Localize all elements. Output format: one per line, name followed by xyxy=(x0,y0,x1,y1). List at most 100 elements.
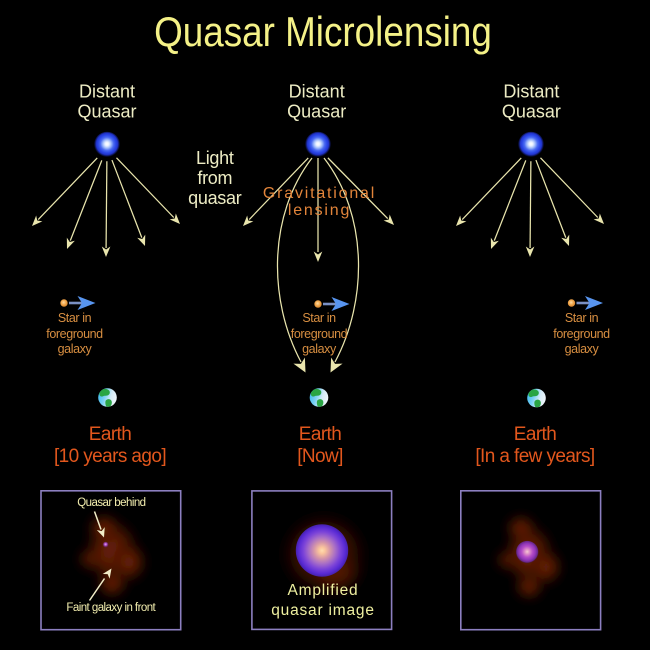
quasar-sphere xyxy=(93,131,121,159)
star-label-past: Star in foreground galaxy xyxy=(46,310,103,358)
star-label-text: galaxy xyxy=(57,341,92,356)
light-ray xyxy=(116,157,175,218)
light-ray-head xyxy=(456,215,467,226)
distant-quasar-label-past: Distant Quasar xyxy=(77,81,136,122)
earth-label-text: Earth xyxy=(88,424,132,446)
galaxy-blob-part xyxy=(112,542,146,582)
light-ray xyxy=(37,157,98,220)
quasar-label-text: Quasar xyxy=(77,101,137,122)
star-motion-arrow-head xyxy=(331,297,350,311)
gravitational-lensing-text: lensing xyxy=(287,202,352,219)
star-label-text: foreground xyxy=(553,326,610,341)
star-label-future: Star in foreground galaxy xyxy=(553,310,610,358)
earth-label-past: Earth [10 years ago] xyxy=(53,424,167,469)
star-motion-arrow-head xyxy=(585,296,603,310)
light-ray-head xyxy=(561,234,570,246)
star-label-text: Star in xyxy=(564,310,599,325)
light-from-quasar-label: Light from quasar xyxy=(188,148,242,209)
light-ray-head xyxy=(490,237,499,249)
galaxy-blob-part xyxy=(78,548,102,570)
quasar-behind-arrow xyxy=(93,511,102,530)
star-dot xyxy=(60,299,68,307)
light-ray xyxy=(493,160,527,241)
lensed-ray-right-head xyxy=(330,357,343,373)
light-from-quasar-text: from xyxy=(197,168,233,189)
galaxy-blob-part xyxy=(496,550,518,570)
light-ray xyxy=(535,159,567,238)
light-ray-head xyxy=(525,246,535,257)
quasar-label-text: Distant xyxy=(78,81,136,102)
galaxy-blob-part xyxy=(530,549,562,585)
earth-time-text: [Now] xyxy=(297,446,343,468)
quasar-label-text: Distant xyxy=(288,81,345,102)
light-ray xyxy=(540,157,599,218)
galaxy-blob-part xyxy=(506,515,536,541)
star-label-text: foreground xyxy=(290,326,348,341)
light-ray xyxy=(461,157,522,220)
galaxy-blob-past xyxy=(78,514,146,597)
quasar-label-text: Quasar xyxy=(501,101,561,122)
light-ray xyxy=(529,161,532,249)
distant-quasar-label-future: Distant Quasar xyxy=(502,81,561,122)
gravitational-lensing-label: Gravitational lensing xyxy=(263,185,376,219)
star-label-text: Star in xyxy=(57,310,92,325)
amplified-quasar-sphere xyxy=(295,524,349,577)
earth-icon xyxy=(98,388,117,407)
earth-label-future: Earth [In a few years] xyxy=(475,425,595,469)
light-ray-head xyxy=(66,237,75,249)
light-ray-head xyxy=(137,234,146,246)
galaxy-blob-part xyxy=(88,514,120,542)
star-label-text: galaxy xyxy=(302,341,336,356)
star-label-text: Star in xyxy=(302,310,336,325)
panel-frame-future xyxy=(459,489,602,631)
lensed-ray-left xyxy=(276,157,313,363)
galaxy-blob-part xyxy=(97,571,127,597)
light-ray-center-head xyxy=(313,251,323,262)
earth-icon xyxy=(527,389,546,408)
faint-galaxy-label: Faint galaxy in front xyxy=(66,602,156,614)
light-ray xyxy=(248,157,309,220)
star-label-now: Star in foreground galaxy xyxy=(290,310,348,358)
panel-frame-now xyxy=(251,490,393,631)
light-ray xyxy=(69,160,103,241)
light-from-quasar-text: Light xyxy=(196,148,234,169)
light-ray-head xyxy=(593,213,604,224)
star-motion-arrow-head xyxy=(77,296,96,310)
lensed-quasar-dot xyxy=(515,540,539,564)
earth-time-text: [10 years ago] xyxy=(53,446,167,468)
star-dot xyxy=(567,299,576,307)
quasar-sphere xyxy=(517,131,545,159)
panel-frame-past xyxy=(40,489,182,631)
light-ray-head xyxy=(101,246,111,257)
faint-galaxy-arrow-head xyxy=(102,568,112,579)
faint-galaxy-arrow xyxy=(88,578,106,601)
light-ray-head xyxy=(383,214,394,225)
quasar-label-text: Quasar xyxy=(287,101,347,122)
earth-time-text: [In a few years] xyxy=(475,446,595,468)
earth-label-now: Earth [Now] xyxy=(297,425,343,469)
light-ray-head xyxy=(32,215,43,226)
distant-quasar-label-now: Distant Quasar xyxy=(287,81,346,122)
quasar-label-text: Distant xyxy=(503,81,560,102)
page-title: Quasar Microlensing xyxy=(154,7,492,55)
light-ray xyxy=(105,161,108,249)
scene-geometry xyxy=(32,131,604,601)
quasar-behind-label: Quasar behind xyxy=(77,497,146,510)
light-ray xyxy=(111,159,143,238)
light-from-quasar-text: quasar xyxy=(188,188,242,209)
panel-frames xyxy=(40,489,602,631)
quasar-sphere xyxy=(304,131,332,159)
star-label-text: galaxy xyxy=(564,341,599,356)
quasar-behind-arrow-head xyxy=(96,527,105,538)
gravitational-lensing-text: Gravitational xyxy=(262,185,377,202)
star-label-text: foreground xyxy=(46,326,103,341)
star-dot xyxy=(314,300,322,308)
galaxy-blob-part xyxy=(515,575,543,599)
earth-label-text: Earth xyxy=(298,424,342,446)
earth-icon xyxy=(310,388,329,407)
caption-text: quasar image xyxy=(271,602,375,620)
amplified-quasar-caption: Amplified quasar image xyxy=(271,581,375,621)
light-ray xyxy=(327,157,389,220)
